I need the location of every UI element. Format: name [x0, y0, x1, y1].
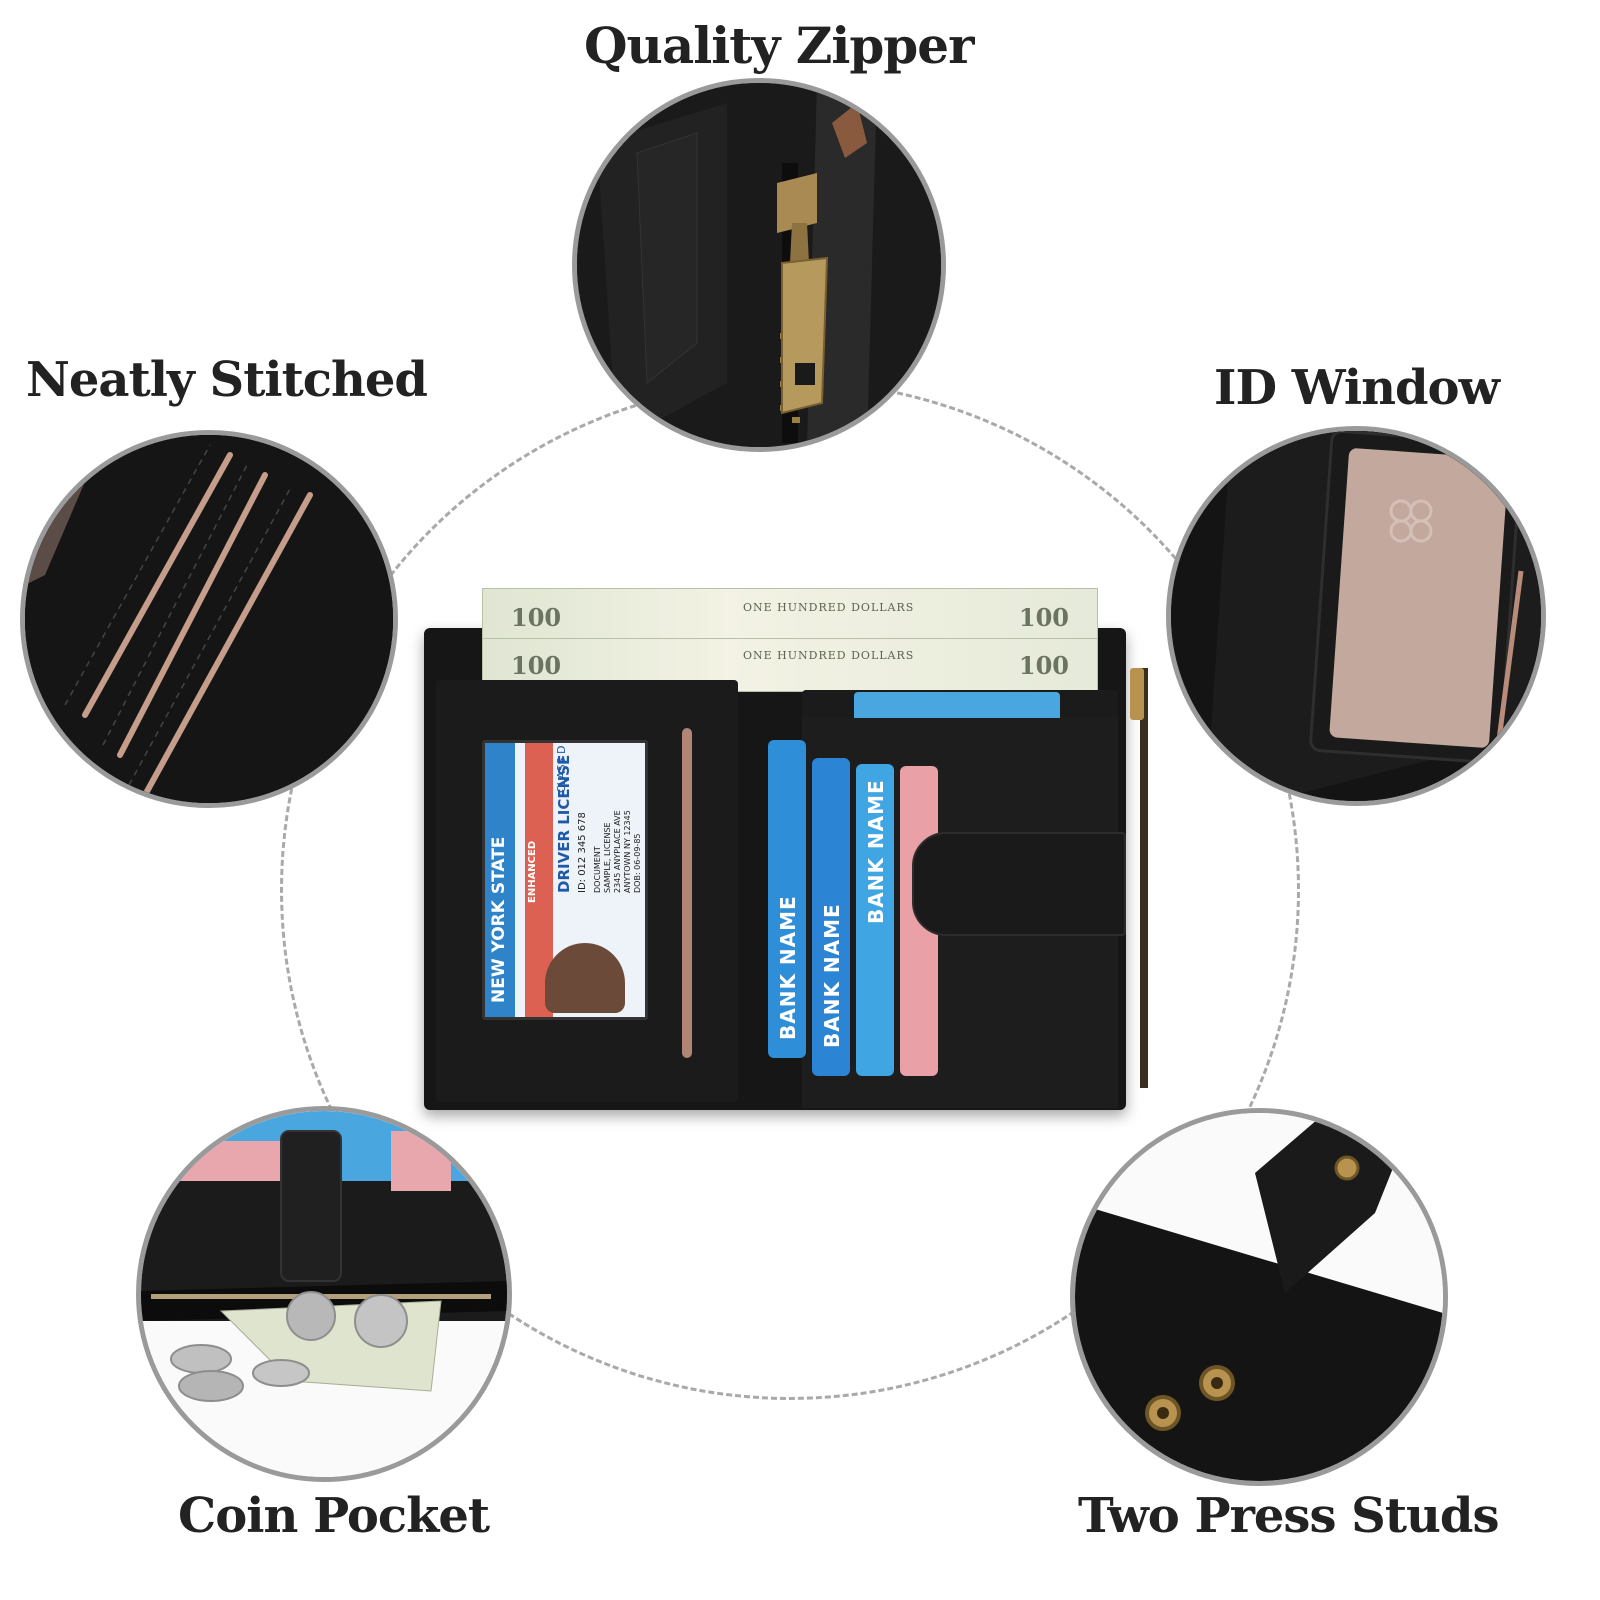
bank-card-2: BANK NAME — [812, 758, 850, 1076]
bill-text-2: ONE HUNDRED DOLLARS — [743, 649, 915, 662]
zipper-pull[interactable] — [1130, 668, 1144, 720]
bank-card-2-label: BANK NAME — [820, 903, 844, 1048]
coin-pocket-detail-image — [136, 1106, 512, 1482]
bill-value-2-right: 100 — [1018, 651, 1069, 680]
bill-value-2: 100 — [511, 651, 562, 680]
id-class: CLASS D — [555, 745, 568, 793]
press-studs-illustration — [1075, 1113, 1443, 1481]
id-window-detail-image — [1166, 426, 1546, 806]
bill-value: 100 — [511, 603, 562, 632]
coin-pocket-illustration — [141, 1111, 507, 1477]
bill-text: ONE HUNDRED DOLLARS — [743, 601, 915, 614]
bank-card-3-label: BANK NAME — [864, 779, 888, 924]
snap-strap[interactable] — [912, 832, 1126, 936]
quality-zipper-label: Quality Zipper — [584, 16, 974, 75]
bank-card-1-label: BANK NAME — [776, 895, 800, 1040]
id-dob: DOB: 06-09-85 — [633, 833, 642, 894]
two-press-studs-label: Two Press Studs — [1078, 1488, 1499, 1544]
neatly-stitched-label: Neatly Stitched — [26, 352, 428, 408]
id-address1: 2345 ANYPLACE AVE — [613, 810, 622, 893]
stitched-slots-illustration — [25, 435, 393, 803]
id-photo — [545, 943, 625, 1013]
two-press-studs-detail-image — [1070, 1108, 1448, 1486]
neatly-stitched-detail-image — [20, 430, 398, 808]
bank-card-1: BANK NAME — [768, 740, 806, 1058]
quality-zipper-detail-image — [572, 78, 946, 452]
card-slot-line — [682, 728, 692, 1058]
id-address2: ANYTOWN NY 12345 — [623, 810, 632, 893]
id-card: NEW YORK STATE ENHANCED DRIVER LICENSE C… — [482, 740, 648, 1020]
id-document: DOCUMENT — [593, 846, 602, 893]
id-window-label: ID Window — [1214, 360, 1500, 416]
zipper-track — [1140, 668, 1148, 1088]
id-number: ID: 012 345 678 — [577, 812, 588, 893]
id-state: NEW YORK STATE — [489, 836, 509, 1003]
id-enhanced: ENHANCED — [527, 840, 538, 903]
coin-pocket-label: Coin Pocket — [178, 1488, 490, 1544]
bill-value-right: 100 — [1018, 603, 1069, 632]
id-window-illustration — [1171, 431, 1541, 801]
wallet-main-image: 100 ONE HUNDRED DOLLARS 100 100 ONE HUND… — [424, 588, 1148, 1110]
zipper-illustration — [577, 83, 941, 447]
bank-card-3: BANK NAME — [856, 764, 894, 1076]
id-name: SAMPLE, LICENSE — [603, 822, 612, 893]
